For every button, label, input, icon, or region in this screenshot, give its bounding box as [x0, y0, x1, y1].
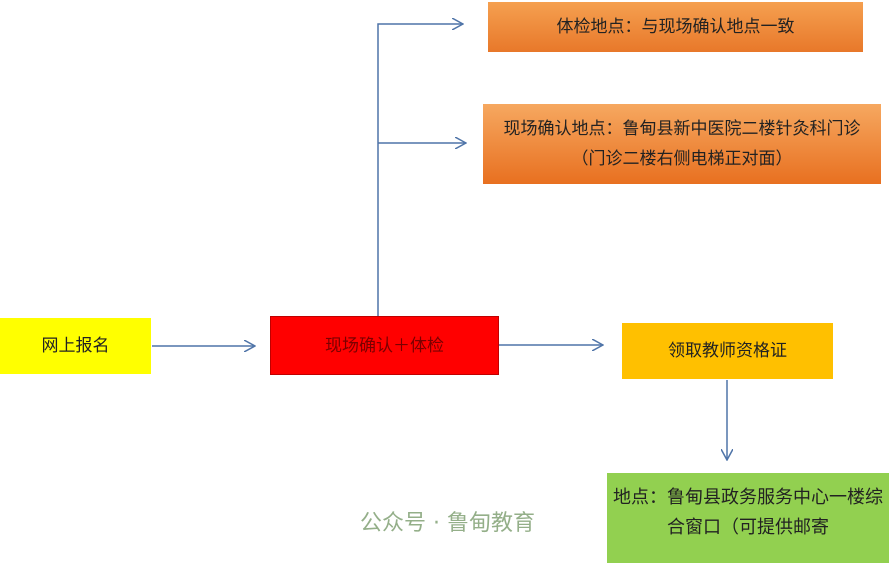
node-confirm-location: 现场确认地点：鲁甸县新中医院二楼针灸科门诊（门诊二楼右侧电梯正对面）	[483, 104, 881, 184]
node-register: 网上报名	[0, 318, 151, 374]
trunk-up	[377, 24, 463, 316]
node-certificate: 领取教师资格证	[622, 323, 833, 379]
node-confirm-exam: 现场确认＋体检	[270, 316, 499, 375]
node-pickup-location: 地点：鲁甸县政务服务中心一楼综合窗口（可提供邮寄	[607, 473, 889, 563]
watermark: 公众号 · 鲁甸教育	[360, 511, 535, 536]
node-exam-location: 体检地点：与现场确认地点一致	[488, 2, 863, 52]
